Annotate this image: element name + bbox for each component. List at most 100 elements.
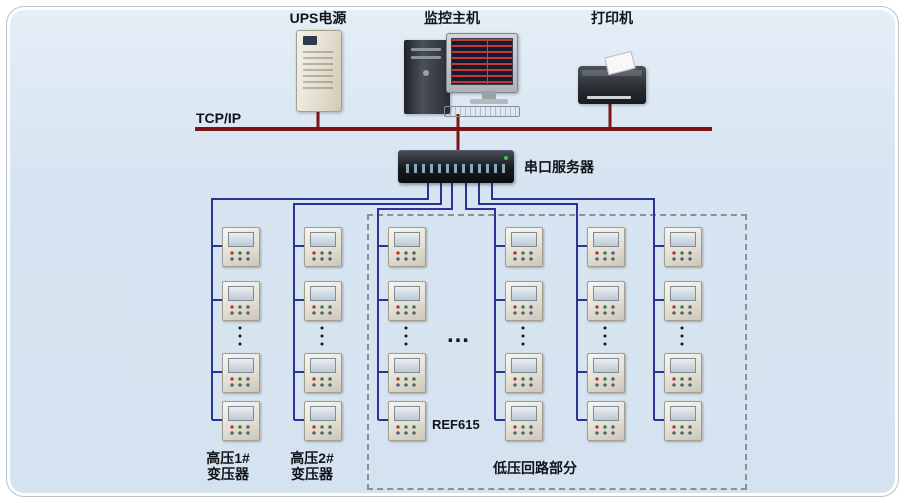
ups-device — [296, 30, 342, 112]
relay-device-screen — [310, 406, 336, 421]
relay-device-keys — [670, 250, 694, 262]
relay-device-keys — [593, 376, 617, 388]
relay-device-screen — [670, 358, 696, 373]
relay-device — [587, 281, 625, 321]
tower-drive-slot — [411, 56, 441, 59]
printer-panel — [582, 70, 642, 76]
device-bus-lines — [211, 182, 664, 421]
relay-device-keys — [670, 424, 694, 436]
monitor-screen — [451, 38, 513, 85]
relay-device-screen — [593, 406, 619, 421]
relay-device-keys — [593, 250, 617, 262]
host-label: 监控主机 — [424, 10, 480, 26]
relay-device-keys — [228, 304, 252, 316]
relay-device-screen — [511, 406, 537, 421]
column-bus-line-lv-2 — [465, 182, 496, 420]
relay-device — [587, 353, 625, 393]
relay-device-keys — [593, 304, 617, 316]
relay-device-keys — [511, 424, 535, 436]
keyboard — [444, 106, 520, 117]
relay-device-keys — [511, 304, 535, 316]
relay-device-screen — [394, 358, 420, 373]
serial-server-label: 串口服务器 — [524, 159, 594, 175]
relay-device-screen — [511, 358, 537, 373]
low-voltage-region — [367, 214, 747, 490]
more-devices-ellipsis — [238, 334, 242, 338]
relay-device-keys — [310, 250, 334, 262]
relay-device — [587, 401, 625, 441]
relay-device — [505, 401, 543, 441]
serial-server-led — [504, 156, 508, 160]
relay-device-screen — [511, 286, 537, 301]
relay-device-keys — [228, 250, 252, 262]
more-devices-ellipsis — [404, 334, 408, 338]
relay-device — [222, 401, 260, 441]
column-bus-line-lv-3 — [478, 182, 578, 420]
serial-server-ports — [406, 164, 506, 173]
relay-device — [388, 353, 426, 393]
relay-device-screen — [228, 358, 254, 373]
relay-device-keys — [670, 304, 694, 316]
relay-device-screen — [310, 286, 336, 301]
more-devices-ellipsis — [603, 334, 607, 338]
printer-label: 打印机 — [591, 10, 633, 26]
relay-device-screen — [310, 358, 336, 373]
relay-device — [664, 401, 702, 441]
relay-device-screen — [228, 286, 254, 301]
tower-power-button — [423, 70, 429, 76]
relay-device — [304, 281, 342, 321]
relay-device — [664, 281, 702, 321]
hv1-transformer-label: 高压1# 变压器 — [206, 450, 250, 482]
ups-vents — [303, 51, 333, 93]
relay-device — [505, 281, 543, 321]
relay-device — [304, 227, 342, 267]
ups-display — [303, 36, 317, 45]
relay-device-keys — [394, 250, 418, 262]
relay-device — [664, 353, 702, 393]
monitor-stand — [482, 91, 496, 99]
relay-device-screen — [394, 406, 420, 421]
column-bus-line-lv-4 — [491, 182, 655, 420]
relay-device-screen — [228, 232, 254, 247]
ref615-label: REF615 — [432, 417, 480, 432]
monitor — [446, 33, 518, 93]
relay-device-keys — [670, 376, 694, 388]
relay-device-screen — [593, 358, 619, 373]
relay-device — [222, 353, 260, 393]
relay-device-keys — [394, 424, 418, 436]
relay-device-screen — [670, 286, 696, 301]
relay-device-keys — [310, 376, 334, 388]
column-bus-line-lv-1 — [377, 182, 453, 420]
relay-device-screen — [310, 232, 336, 247]
relay-device-keys — [228, 376, 252, 388]
relay-device-screen — [593, 286, 619, 301]
more-columns-ellipsis: … — [446, 321, 472, 348]
relay-device — [388, 227, 426, 267]
relay-device — [304, 353, 342, 393]
relay-device — [505, 227, 543, 267]
relay-device-keys — [394, 376, 418, 388]
ups-label: UPS电源 — [289, 10, 347, 26]
column-bus-line-hv1 — [211, 182, 429, 420]
printer-device — [578, 50, 646, 104]
relay-device-keys — [511, 376, 535, 388]
low-voltage-label: 低压回路部分 — [493, 460, 577, 476]
relay-device-screen — [593, 232, 619, 247]
relay-device-screen — [511, 232, 537, 247]
relay-device — [222, 227, 260, 267]
relay-device-screen — [670, 232, 696, 247]
relay-device-keys — [394, 304, 418, 316]
relay-device-screen — [670, 406, 696, 421]
more-devices-ellipsis — [320, 334, 324, 338]
printer-output-slot — [587, 96, 631, 99]
more-devices-ellipsis — [521, 334, 525, 338]
more-devices-ellipsis — [680, 334, 684, 338]
serial-server-device — [398, 150, 514, 183]
relay-device-keys — [593, 424, 617, 436]
relay-device-keys — [310, 424, 334, 436]
computer-tower — [404, 40, 450, 114]
hv2-transformer-label: 高压2# 变压器 — [290, 450, 334, 482]
relay-device-screen — [228, 406, 254, 421]
relay-device — [304, 401, 342, 441]
